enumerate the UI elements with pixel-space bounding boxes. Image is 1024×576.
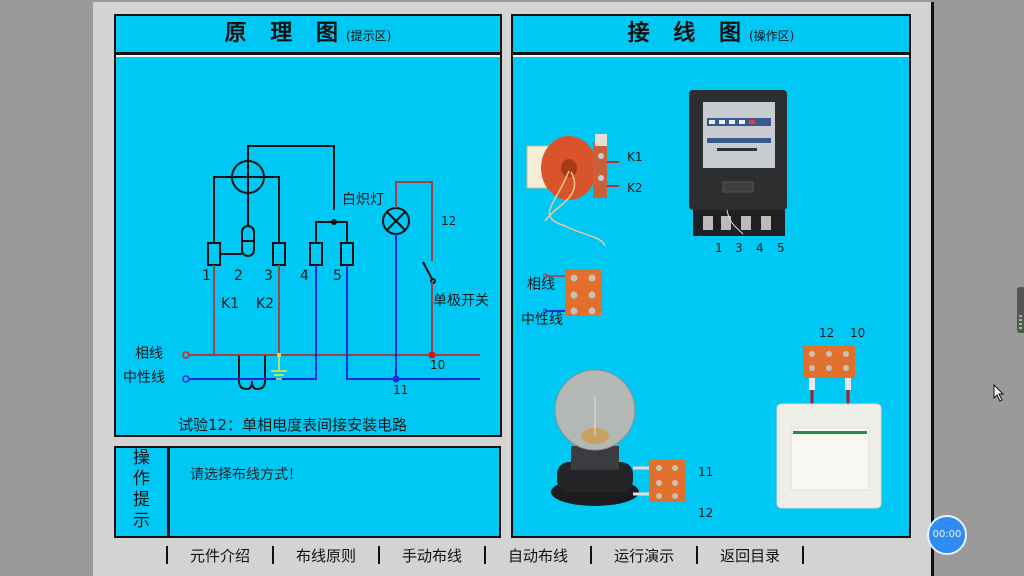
source-terminal-block[interactable] [543, 264, 613, 316]
schematic-title: 原 理 图 [224, 21, 346, 46]
lamp-terminal-11: 11 [698, 465, 714, 479]
neutral-line-label: 中性线 [123, 370, 165, 386]
schematic-subtitle: (提示区) [345, 29, 392, 43]
operation-tips-panel: 操 作 提 示 请选择布线方式！ [114, 446, 501, 538]
source-phase-label: 相线 [527, 277, 555, 293]
terminal-4 [309, 242, 323, 266]
meter-terminal-4: 4 [756, 241, 764, 255]
terminal-1 [207, 242, 221, 266]
menu-run-demo[interactable]: 运行演示 [614, 546, 675, 565]
menu-separator [378, 546, 381, 564]
node-label-10: 10 [430, 358, 446, 372]
switch-component[interactable] [775, 342, 885, 512]
recording-timer-button[interactable]: 00:00 [927, 515, 967, 555]
tips-heading-char: 作 [133, 469, 150, 489]
schematic-diagram [182, 145, 480, 391]
ground-symbol [271, 355, 287, 380]
terminal-label-2: 2 [234, 268, 243, 284]
ct-loop [214, 354, 240, 381]
node-label-11: 11 [393, 383, 409, 397]
source-neutral-label: 中性线 [521, 312, 563, 328]
terminal-5 [340, 242, 354, 266]
menu-back-to-index[interactable]: 返回目录 [720, 546, 781, 565]
meter-terminal-1: 1 [715, 241, 723, 255]
terminal-label-1: 1 [202, 268, 211, 284]
menu-auto-wiring[interactable]: 自动布线 [508, 546, 569, 565]
menu-component-intro[interactable]: 元件介绍 [190, 546, 251, 565]
tips-heading: 操 作 提 示 [116, 448, 170, 536]
side-panel-handle[interactable] [1017, 287, 1024, 333]
neutral-line [186, 265, 317, 380]
wiring-header: 接 线 图(操作区) [513, 16, 909, 55]
app-window: 原 理 图(提示区) [93, 2, 934, 576]
terminal-label-5: 5 [333, 268, 342, 284]
tips-heading-char: 操 [133, 448, 150, 468]
tips-heading-char: 示 [133, 511, 150, 531]
schematic-panel: 原 理 图(提示区) [114, 14, 502, 437]
menu-separator [484, 546, 487, 564]
wiring-title: 接 线 图 [627, 21, 749, 46]
menu-manual-wiring[interactable]: 手动布线 [402, 546, 463, 565]
wiring-panel: 接 线 图(操作区) K1 K2 [511, 14, 911, 538]
ct-terminal-k2: K2 [627, 181, 643, 195]
terminal-label-3: 3 [264, 268, 273, 284]
tips-heading-char: 提 [133, 490, 150, 510]
ct-label-k1: K1 [221, 296, 240, 312]
terminal-3 [272, 242, 286, 266]
phase-line-label: 相线 [135, 346, 163, 362]
ct-terminal-k1: K1 [627, 150, 643, 164]
lamp-label: 白炽灯 [342, 192, 384, 208]
lamp-component[interactable] [549, 366, 689, 506]
menu-separator [802, 546, 805, 564]
mouse-cursor-icon [993, 384, 1005, 402]
node-label-12: 12 [441, 214, 457, 228]
meter-terminal-5: 5 [777, 241, 785, 255]
wiring-subtitle: (操作区) [748, 29, 795, 43]
switch-terminal-12: 12 [819, 326, 835, 340]
switch-label: 单极开关 [433, 293, 489, 309]
current-transformer-component[interactable] [525, 126, 625, 246]
wire-lamp-switch [395, 181, 433, 261]
tips-message: 请选择布线方式！ [190, 467, 302, 483]
menu-wiring-rules[interactable]: 布线原则 [296, 546, 357, 565]
terminal-label-4: 4 [300, 268, 309, 284]
menu-separator [696, 546, 699, 564]
bottom-menu: 元件介绍 布线原则 手动布线 自动布线 运行演示 返回目录 [166, 542, 805, 568]
experiment-caption: 试验12：单相电度表间接安装电路 [178, 416, 408, 434]
schematic-header: 原 理 图(提示区) [116, 16, 500, 55]
menu-separator [166, 546, 168, 564]
switch-terminal-10: 10 [850, 326, 866, 340]
energy-meter-component[interactable] [687, 88, 791, 248]
menu-separator [590, 546, 593, 564]
lamp-terminal-12: 12 [698, 506, 714, 520]
menu-separator [272, 546, 275, 564]
switch-blade [422, 261, 433, 280]
ct-label-k2: K2 [256, 296, 275, 312]
meter-terminal-3: 3 [735, 241, 743, 255]
